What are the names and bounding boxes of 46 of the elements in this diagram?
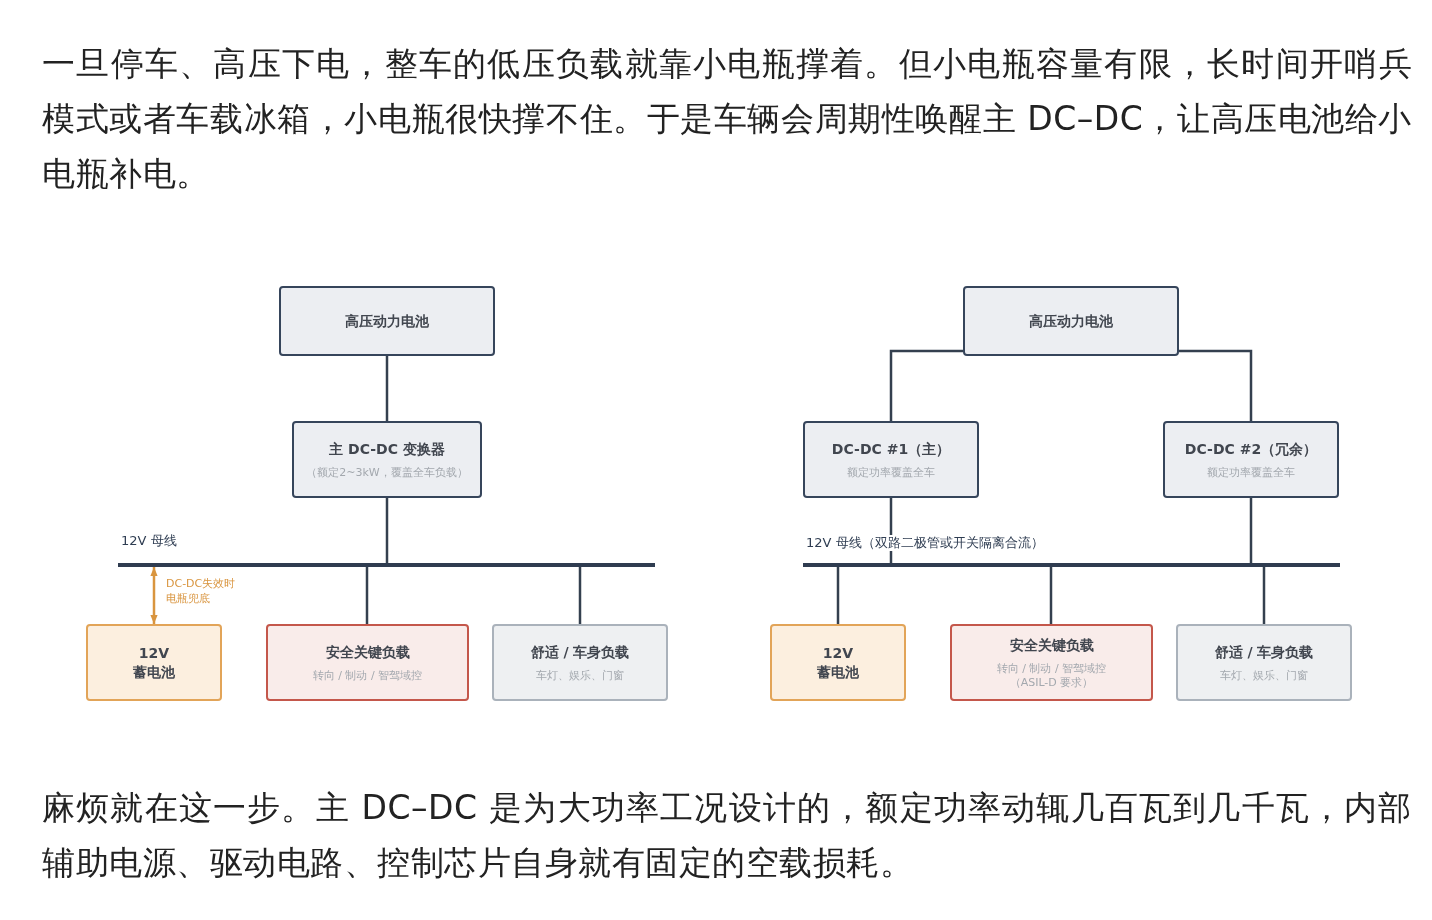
box-title: 安全关键负载 <box>1009 635 1094 655</box>
bus-label: 12V 母线 <box>120 533 178 549</box>
load-box <box>950 624 1153 701</box>
battery-box <box>86 624 222 701</box>
box-subtitle: 车灯、娱乐、门窗 <box>1220 668 1308 683</box>
box-title: 12V 蓄电池 <box>132 643 176 682</box>
connector-line <box>1049 567 1053 624</box>
box-title: 高压动力电池 <box>345 311 429 331</box>
box-title: 安全关键负载 <box>325 642 410 662</box>
paragraph: 一旦停车、高压下电，整车的低压负载就靠小电瓶撑着。但小电瓶容量有限，长时间开哨兵模式或者车载冰箱，小电瓶很快撑不住。于是车辆会周期性唤醒主 DC–DC，让高压电池给小电瓶补电。 <box>42 43 1412 195</box>
load-box <box>1176 624 1352 701</box>
box-subtitle: 额定功率覆盖全车 <box>847 465 935 480</box>
box-subtitle: 转向 / 制动 / 智驾域控 <box>996 661 1107 676</box>
bus-bar <box>118 563 655 567</box>
bus-bar <box>803 563 1340 567</box>
connector-line <box>889 349 963 421</box>
box-title: 主 DC-DC 变换器 <box>329 439 445 459</box>
load-box <box>492 624 668 701</box>
box-title: 舒适 / 车身负载 <box>1214 642 1314 662</box>
connector-line <box>836 567 840 624</box>
box-title: DC-DC #1（主） <box>831 439 951 459</box>
connector-line <box>385 356 389 421</box>
load-box <box>266 624 469 701</box>
double-arrow <box>150 567 158 624</box>
connector-line <box>1179 349 1253 421</box>
paragraph: 麻烦就在这一步。主 DC–DC 是为大功率工况设计的，额定功率动辄几百瓦到几千瓦，内部辅助电源、驱动电路、控制芯片自身就有固定的空载损耗。 <box>42 787 1412 884</box>
converter-box <box>1163 421 1339 498</box>
box-title: 高压动力电池 <box>1029 311 1113 331</box>
converter-box <box>292 421 482 498</box>
converter-box <box>803 421 979 498</box>
connector-line <box>578 567 582 624</box>
box-subtitle: 转向 / 制动 / 智驾域控 <box>312 668 423 683</box>
box-title: 舒适 / 车身负载 <box>530 642 630 662</box>
box-title: 12V 蓄电池 <box>816 643 860 682</box>
connector-line <box>1262 567 1266 624</box>
connector-line <box>365 567 369 624</box>
box-title: DC-DC #2（冗余） <box>1184 439 1318 459</box>
connector-line <box>385 498 389 563</box>
connector-line <box>1249 498 1253 563</box>
battery-pack-box <box>963 286 1179 356</box>
box-subtitle: （额定2~3kW，覆盖全车负载） <box>306 465 468 480</box>
battery-box <box>770 624 906 701</box>
box-subtitle: 车灯、娱乐、门窗 <box>536 668 624 683</box>
box-subtitle: （ASIL-D 要求） <box>1009 675 1094 690</box>
box-subtitle: 额定功率覆盖全车 <box>1207 465 1295 480</box>
battery-pack-box <box>279 286 495 356</box>
